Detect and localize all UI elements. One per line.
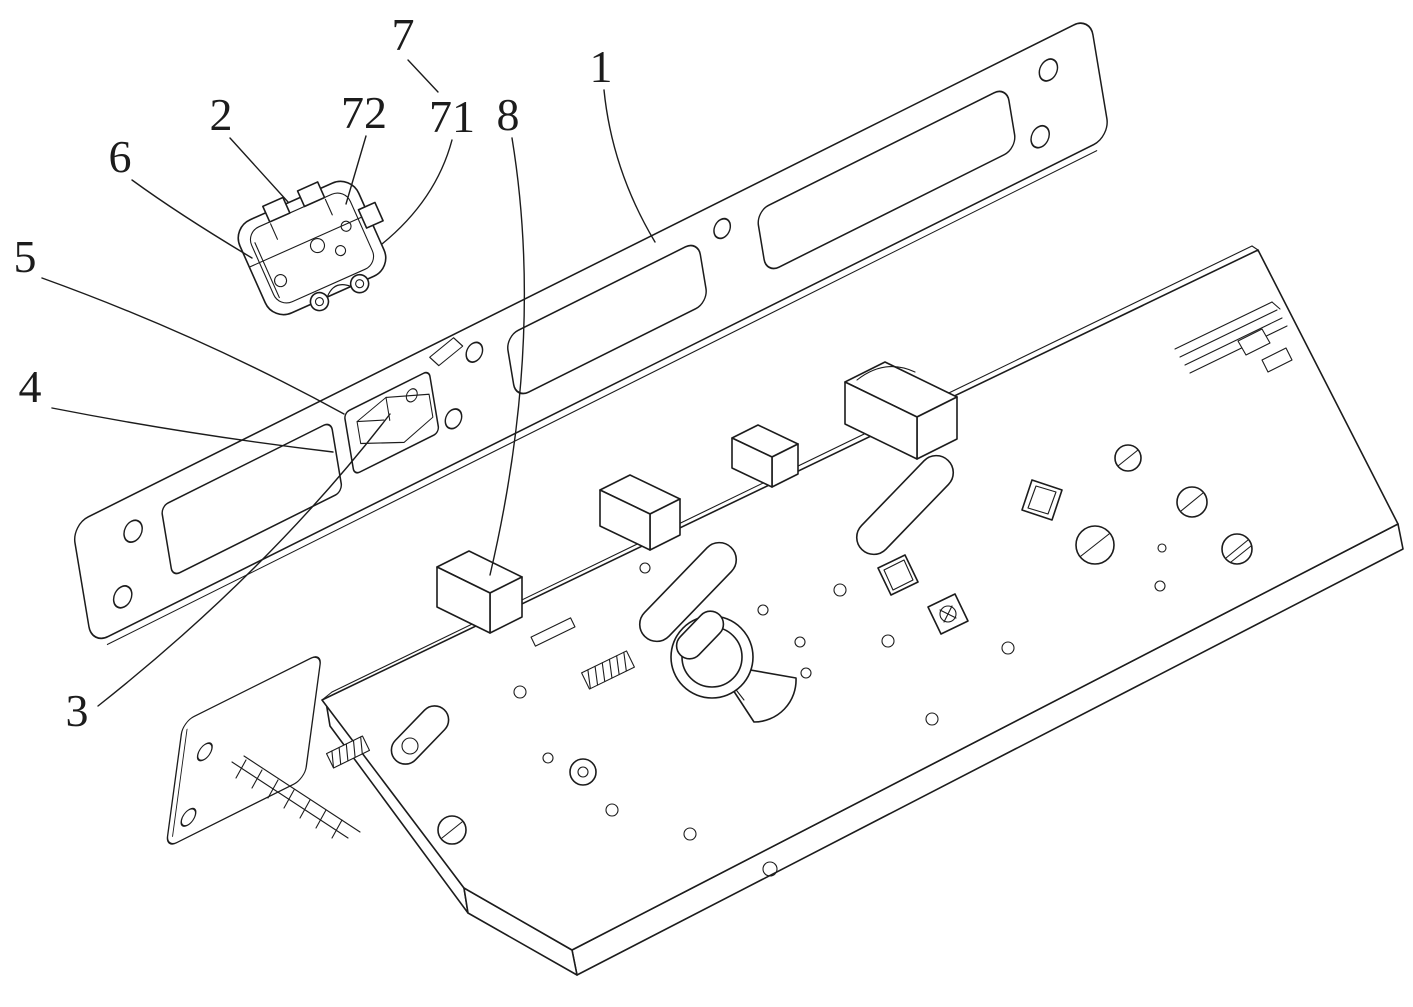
part-label-6: 6 — [109, 131, 132, 182]
faceplate-cutout-lower — [161, 423, 343, 575]
latch-spring-detail — [1174, 301, 1293, 374]
faceplate-cutout-upper — [757, 90, 1016, 270]
diamond-hole — [1021, 479, 1063, 521]
part-label-4: 4 — [19, 361, 42, 412]
leader-4 — [51, 407, 334, 453]
peg — [309, 291, 330, 312]
faceplate-thickness-edge — [106, 150, 1098, 646]
latch-spring-coil — [231, 755, 361, 839]
thin-bar — [530, 617, 576, 647]
flange-hole — [196, 742, 213, 762]
leader-6 — [131, 179, 253, 259]
faceplate-cutout-middle — [507, 244, 707, 395]
reference-numerals: 7 2 72 71 8 1 6 5 4 3 — [14, 9, 613, 736]
bolt-tail-block — [844, 361, 958, 460]
bent-tab — [429, 337, 464, 367]
slot-capsule-left — [390, 705, 450, 765]
spring-anchor-block — [325, 735, 371, 769]
guide-block-3 — [731, 424, 799, 488]
slot-capsule-center — [638, 541, 738, 643]
square-hole-2 — [927, 593, 969, 635]
leader-7 — [407, 59, 439, 93]
part-label-1: 1 — [590, 41, 613, 92]
lock-body-part8 — [166, 245, 1404, 976]
body-top-face — [321, 249, 1399, 951]
leader-72 — [345, 135, 367, 205]
leader-71 — [381, 139, 453, 245]
slot-pin-hole — [401, 737, 419, 755]
guide-block-1 — [436, 550, 523, 634]
part-label-71: 71 — [429, 91, 475, 142]
spindle-follower-hub — [670, 610, 797, 723]
leader-5 — [41, 277, 345, 415]
faceplate-screw-holes — [112, 58, 1059, 609]
part-label-3: 3 — [66, 685, 89, 736]
tab-72b — [296, 181, 326, 208]
slot-capsule-right — [855, 454, 955, 556]
faceplate-cutout-square — [344, 337, 464, 474]
leader-1 — [603, 89, 656, 243]
part-label-5: 5 — [14, 231, 37, 282]
far-wall-tick — [321, 691, 333, 701]
tab-72 — [262, 196, 291, 223]
bracket-rim — [249, 192, 375, 304]
leader-lines — [41, 59, 656, 707]
part-label-8: 8 — [497, 89, 520, 140]
leader-8 — [489, 137, 526, 576]
part-label-2: 2 — [210, 89, 233, 140]
body-flange — [166, 656, 321, 845]
flange-hole — [180, 807, 197, 827]
peg — [349, 273, 370, 294]
guide-block-2 — [599, 474, 681, 551]
leader-2 — [229, 137, 289, 203]
part-label-72: 72 — [341, 87, 387, 138]
flange-outline — [166, 656, 321, 845]
leader-3 — [97, 413, 391, 707]
clutch-bracket-part2 — [237, 180, 387, 316]
tab-71 — [357, 201, 384, 229]
hatched-slot — [581, 650, 635, 690]
pin-holes — [513, 543, 1167, 877]
far-wall-tick — [1251, 245, 1259, 251]
spindle-slot — [675, 610, 725, 660]
square-hole-1 — [877, 554, 919, 596]
countersunk-holes — [437, 444, 1253, 845]
part-label-7: 7 — [392, 9, 415, 60]
